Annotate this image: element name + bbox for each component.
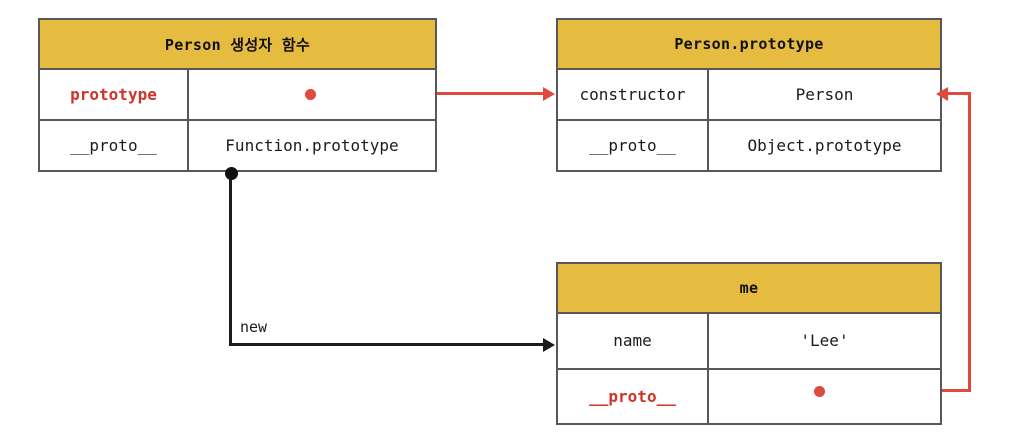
table-row: name 'Lee' [558, 314, 940, 370]
cell-value-proto-link [709, 370, 940, 424]
cell-key-proto: __proto__ [558, 369, 709, 423]
edge-source-dot-prototype [305, 89, 316, 100]
table-person-constructor-header: Person 생성자 함수 [40, 20, 435, 70]
cell-key-prototype: prototype [40, 70, 189, 119]
edge-arrowhead-to-constructor [543, 87, 555, 101]
cell-value-lee: 'Lee' [800, 331, 849, 351]
edge-source-dot-me-proto [814, 386, 825, 397]
edge-line-me-proto-horizontal-top [948, 92, 971, 95]
edge-junction-dot-new [225, 167, 238, 180]
table-row: __proto__ Object.prototype [558, 121, 940, 170]
table-person-prototype-header: Person.prototype [558, 20, 940, 70]
cell-value-function-prototype: Function.prototype [225, 136, 399, 155]
cell-value-object-prototype: Object.prototype [747, 136, 902, 155]
cell-key-name: name [558, 314, 709, 368]
table-row: __proto__ Function.prototype [40, 121, 435, 170]
edge-arrowhead-to-me [543, 338, 555, 352]
table-me-header: me [558, 264, 940, 314]
edge-line-me-proto-vertical [968, 92, 971, 392]
edge-line-new-horizontal [229, 343, 544, 346]
cell-value-person: Person [795, 85, 854, 104]
edge-arrowhead-to-person-prototype [936, 87, 948, 101]
table-person-prototype: Person.prototype constructor Person __pr… [556, 18, 942, 172]
table-person-constructor: Person 생성자 함수 prototype __proto__ Functi… [38, 18, 437, 172]
edge-line-new-vertical [229, 172, 232, 346]
cell-key-constructor: constructor [558, 70, 709, 119]
table-row: prototype [40, 70, 435, 121]
table-row: constructor Person [558, 70, 940, 121]
cell-key-proto: __proto__ [40, 121, 189, 170]
table-me-object: me name 'Lee' __proto__ [556, 262, 942, 425]
table-row: __proto__ [558, 369, 940, 424]
cell-key-proto: __proto__ [558, 121, 709, 170]
edge-label-new: new [240, 318, 268, 336]
